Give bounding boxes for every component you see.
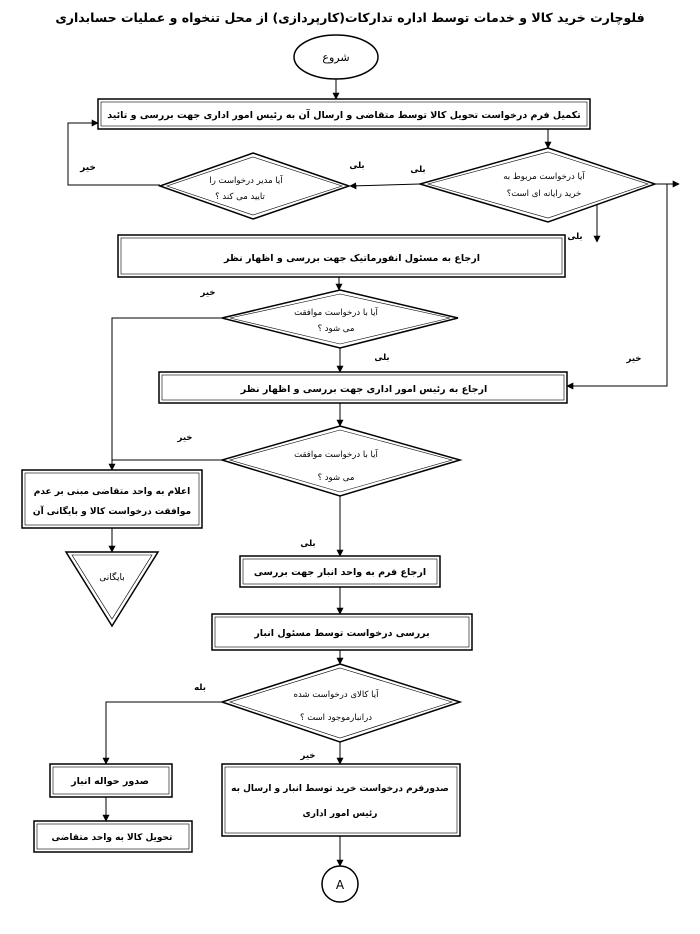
review-warehouse-box [211, 613, 473, 651]
agree-decision-1 [221, 289, 459, 349]
edge-manager-no-loop [67, 119, 160, 186]
archive-triangle [64, 551, 160, 628]
manager-approve-decision [157, 152, 352, 220]
stock-q-line2: درانبارموجود است ؟ [300, 713, 372, 723]
edge-label-yes-agree1: بلی [374, 353, 389, 363]
it-question-line2: خرید رایانه ای است؟ [507, 189, 582, 199]
refer-admin-label: ارجاع به رئیس امور اداری جهت بررسی و اظه… [240, 384, 487, 395]
fill-form-label: تکمیل فرم درخواست تحویل کالا توسط متقاضی… [107, 108, 581, 121]
edge-it-right-down [566, 183, 668, 390]
connector-a-label: A [336, 878, 345, 892]
stock-available-decision [219, 663, 463, 743]
refer-it-box [117, 234, 566, 278]
start-label: شروع [322, 51, 349, 64]
manager-question-line2: تایید می کند ؟ [215, 192, 265, 202]
deliver-goods-box [33, 820, 193, 853]
it-question-line1: آیا درخواست مربوط به [503, 170, 585, 182]
edge-label-no-right-side: خیر [626, 354, 642, 364]
agree-decision-2 [219, 425, 463, 497]
edge-agree1-no [108, 317, 222, 471]
refer-admin-box [158, 371, 568, 404]
refer-warehouse-label: ارجاع فرم به واحد انبار جهت بررسی [254, 567, 426, 578]
edge-label-yes-agree2: بلی [300, 539, 315, 549]
purchase-request-line1: صدورفرم درخواست خرید توسط انبار و ارسال … [231, 784, 449, 794]
edge-it-manager [349, 182, 421, 190]
edge-label-yes-manager: بلی [349, 161, 364, 171]
refer-it-label: ارجاع به مسئول انفورماتیک جهت بررسی و اظ… [223, 253, 480, 264]
manager-question-line1: آیا مدیر درخواست را [209, 174, 283, 186]
edge-label-no-agree2: خیر [177, 433, 193, 443]
edge-label-yes-stock: بله [194, 683, 206, 693]
it-purchase-decision [417, 147, 658, 223]
agree1-line1: آیا با درخواست موافقت [294, 306, 378, 318]
fill-form-box [97, 98, 591, 130]
issue-voucher-box [49, 763, 173, 798]
connector-a [321, 865, 359, 903]
edge-label-yes-it: بلی [410, 165, 425, 175]
agree2-line2: می شود ؟ [318, 473, 355, 483]
notify-line1: اعلام به واحد متقاضی مبنی بر عدم [34, 487, 191, 497]
edge-stock-yes [102, 701, 222, 765]
notify-line2: موافقت درخواست کالا و بایگانی آن [33, 505, 191, 517]
refer-warehouse-box [239, 555, 441, 588]
agree2-line1: آیا با درخواست موافقت [294, 448, 378, 460]
deliver-goods-label: تحویل کالا به واحد متقاضی [52, 833, 173, 843]
issue-voucher-label: صدور حواله انبار [70, 776, 149, 787]
stock-q-line1: آیا کالای درخواست شده [294, 688, 380, 700]
edge-label-no-left-top: خیر [79, 163, 96, 173]
edge-label-yes-it-down: بلی [567, 232, 582, 242]
page-title: فلوچارت خرید کالا و خدمات توسط اداره تدا… [55, 10, 644, 25]
notify-reject-box [21, 469, 203, 529]
edge-label-no-stock: خیر [300, 751, 316, 761]
archive-label: بایگانی [99, 571, 124, 583]
review-warehouse-label: بررسی درخواست توسط مسئول انبار [253, 628, 429, 639]
edge-label-no-agree1: خیر [200, 288, 216, 298]
purchase-request-box [221, 763, 461, 837]
agree1-line2: می شود ؟ [318, 324, 355, 334]
purchase-request-line2: رئیس امور اداری [303, 809, 378, 819]
